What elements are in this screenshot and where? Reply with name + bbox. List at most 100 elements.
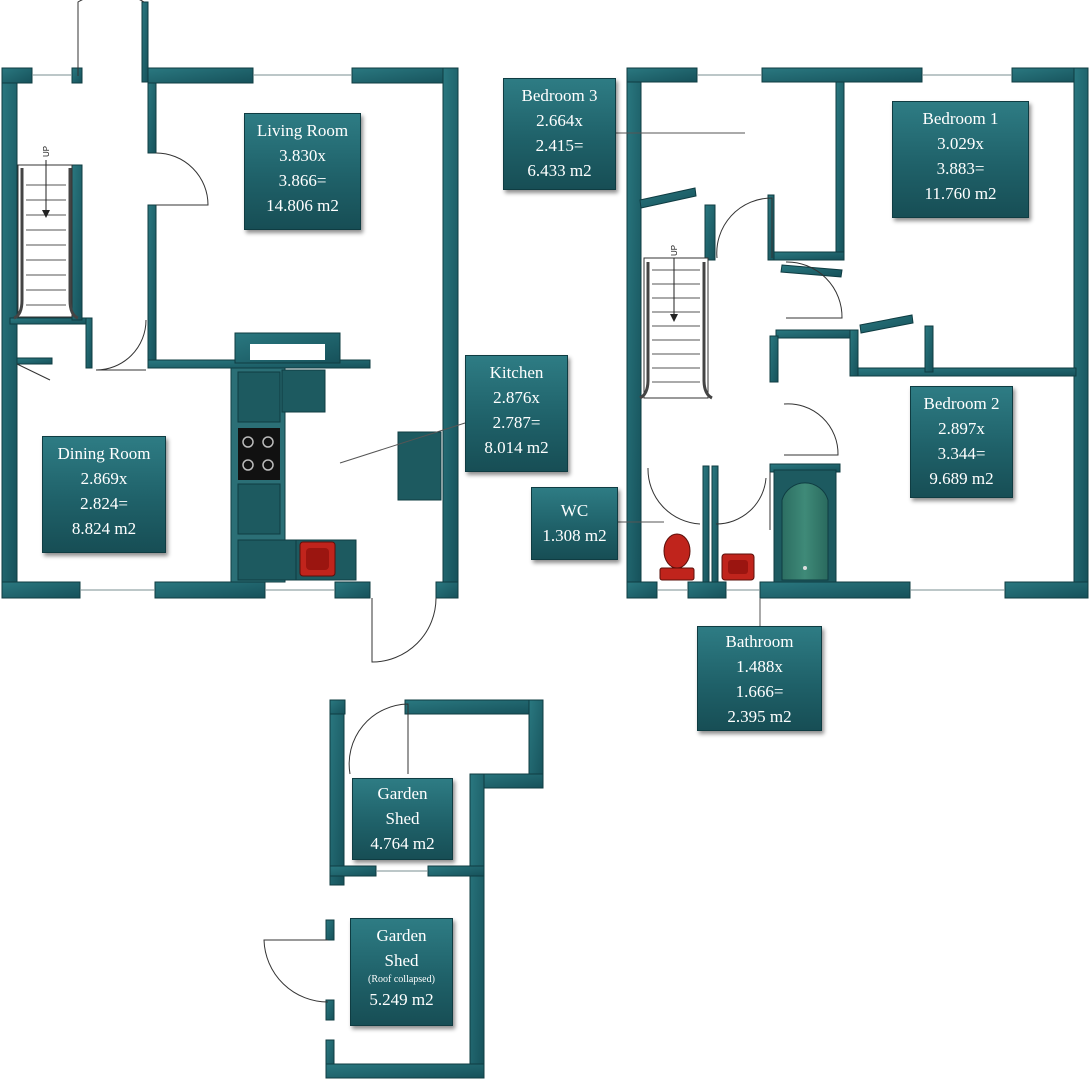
kitchen-pointer <box>339 422 466 464</box>
dining-room-width: 2.869x <box>80 469 128 488</box>
ff-cupboard2 <box>849 329 859 377</box>
ff-wall-left <box>626 67 642 599</box>
sheds <box>325 699 544 1079</box>
garden-shed-1-name-1: Garden <box>377 784 428 803</box>
living-room-width: 3.830x <box>279 146 326 165</box>
label-bathroom: Bathroom 1.488x 1.666= 2.395 m2 <box>697 626 822 731</box>
ff-stairs: UP <box>639 245 713 400</box>
label-garden-shed-1: Garden Shed 4.764 m2 <box>352 778 453 860</box>
label-garden-shed-2: Garden Shed (Roof collapsed) 5.249 m2 <box>350 918 453 1026</box>
ff-bed3-bottom <box>769 251 845 261</box>
hob-icon <box>238 428 280 480</box>
wall-bottom-right <box>334 581 371 599</box>
ff-cupboard3 <box>924 325 934 373</box>
living-room-name: Living Room <box>256 121 349 140</box>
bedroom-1-name: Bedroom 1 <box>922 109 999 128</box>
bathroom-name: Bathroom <box>725 632 794 651</box>
wall-top-mid <box>147 67 254 84</box>
label-dining-room: Dining Room 2.869x 2.824= 8.824 m2 <box>42 436 166 553</box>
wc-name: WC <box>560 501 589 520</box>
ff-wall-bottom2 <box>687 581 727 599</box>
bedroom-1-length: 3.883= <box>936 159 985 178</box>
bedroom-2-name: Bedroom 2 <box>923 394 1000 413</box>
ff-wall-top1 <box>626 67 698 83</box>
ff-pointers <box>615 132 761 626</box>
ff-cupboard4 <box>769 335 779 383</box>
ff-bed2-top <box>855 367 1077 377</box>
wall-door-post <box>141 1 149 83</box>
garden-shed-2-note: (Roof collapsed) <box>368 974 435 985</box>
bedroom-2-width: 2.897x <box>938 419 985 438</box>
basin-icon <box>721 553 755 581</box>
wall-bottom-mid <box>154 581 266 599</box>
wall-bottom-left <box>1 581 81 599</box>
garden-shed-1-area: 4.764 m2 <box>370 834 435 853</box>
kitchen-name: Kitchen <box>489 363 544 382</box>
wc-area: 1.308 m2 <box>542 526 607 545</box>
label-bedroom-3: Bedroom 3 2.664x 2.415= 6.433 m2 <box>503 78 616 190</box>
bedroom-3-area: 6.433 m2 <box>527 161 592 180</box>
label-kitchen: Kitchen 2.876x 2.787= 8.014 m2 <box>465 355 568 472</box>
label-wc: WC 1.308 m2 <box>531 487 618 560</box>
fridge-unit <box>397 431 442 501</box>
kitchen-area: 8.014 m2 <box>484 438 549 457</box>
ff-cupboard1 <box>775 329 859 339</box>
wall-right <box>442 67 459 599</box>
ff-wall-bottom3 <box>759 581 911 599</box>
garden-shed-1-name-2: Shed <box>385 809 420 828</box>
label-bedroom-2: Bedroom 2 2.897x 3.344= 9.689 m2 <box>910 386 1013 498</box>
wall-hall-right <box>147 82 157 154</box>
living-room-length: 3.866= <box>278 171 327 190</box>
ff-slanted-walls <box>639 187 914 334</box>
ff-bed3-right <box>835 81 845 261</box>
ff-wall-top2 <box>761 67 923 83</box>
stairs-up-first: UP <box>670 245 679 256</box>
ff-hall-stub <box>704 204 716 261</box>
stairs-up-ground: UP <box>42 146 51 157</box>
ff-doors <box>647 197 843 530</box>
ff-wall-bottom4 <box>1004 581 1089 599</box>
wall-cupboard-bottom <box>16 357 53 365</box>
wall-top-left <box>1 67 33 84</box>
label-bedroom-1: Bedroom 1 3.029x 3.883= 11.760 m2 <box>892 101 1029 218</box>
bedroom-1-width: 3.029x <box>937 134 984 153</box>
ff-wall-right <box>1073 67 1089 599</box>
wall-stair-side <box>71 164 83 321</box>
wall-left <box>1 67 18 599</box>
bedroom-2-length: 3.344= <box>937 444 986 463</box>
ground-stairs: UP <box>13 146 79 320</box>
wall-hall-right2 <box>147 204 157 366</box>
garden-shed-2-area: 5.249 m2 <box>369 990 434 1009</box>
dining-room-area: 8.824 m2 <box>71 519 137 538</box>
dining-room-length: 2.824= <box>80 494 128 513</box>
wall-bottom-right2 <box>435 581 459 599</box>
shed-doors <box>263 703 428 1003</box>
bedroom-2-area: 9.689 m2 <box>929 469 994 488</box>
chimney-inner <box>250 344 325 360</box>
bathtub-icon <box>773 469 837 583</box>
bathroom-width: 1.488x <box>736 657 783 676</box>
ff-wall-bottom1 <box>626 581 658 599</box>
wall-cupboard <box>85 317 93 369</box>
ground-windows <box>32 74 352 591</box>
bedroom-3-width: 2.664x <box>536 111 583 130</box>
garden-shed-2-name-2: Shed <box>384 951 419 970</box>
bedroom-1-area: 11.760 m2 <box>924 184 997 203</box>
sink-icon <box>299 541 336 577</box>
first-floor <box>626 67 1089 599</box>
bedroom-3-name: Bedroom 3 <box>521 86 598 105</box>
ground-doors <box>16 0 437 663</box>
living-room-area: 14.806 m2 <box>266 196 339 215</box>
kitchen-width: 2.876x <box>493 388 540 407</box>
bathroom-area: 2.395 m2 <box>727 707 792 726</box>
label-living-room: Living Room 3.830x 3.866= 14.806 m2 <box>244 113 361 230</box>
ff-bed3-stub <box>767 194 775 261</box>
bedroom-3-length: 2.415= <box>535 136 584 155</box>
wall-top-right <box>351 67 459 84</box>
garden-shed-2-name-1: Garden <box>376 926 427 945</box>
toilet-icon <box>659 533 695 581</box>
ff-windows <box>657 74 1012 591</box>
bathroom-length: 1.666= <box>735 682 784 701</box>
dining-room-name: Dining Room <box>57 444 151 463</box>
